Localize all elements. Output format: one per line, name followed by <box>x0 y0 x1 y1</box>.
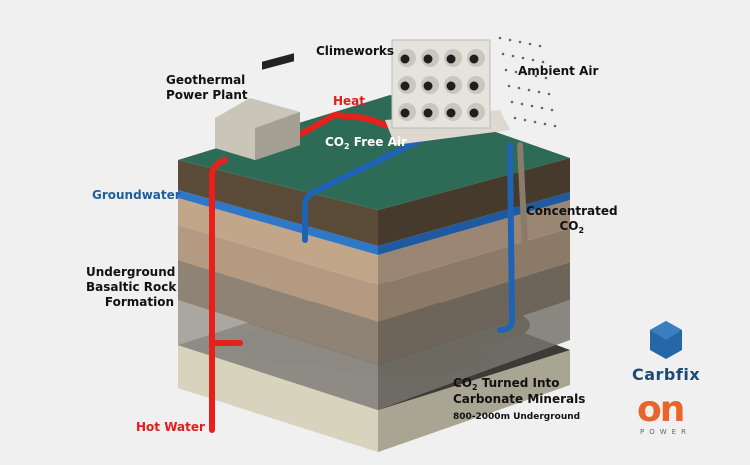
collector-fan-hub <box>469 54 479 64</box>
air-particle <box>550 108 554 112</box>
air-particle <box>518 40 522 44</box>
collector-fan-hub <box>400 54 410 64</box>
air-particle <box>523 118 527 122</box>
co2-mineral-label: CO2 Turned Into Carbonate Minerals <box>453 376 586 406</box>
air-particle <box>538 44 542 48</box>
collector-fan-hub <box>423 54 433 64</box>
air-particle <box>514 70 518 74</box>
basalt-layer <box>178 300 570 410</box>
air-particle <box>520 102 524 106</box>
collector-fan-hub <box>423 81 433 91</box>
carbfix-logo-text: Carbfix <box>632 365 701 384</box>
air-particle <box>510 100 514 104</box>
air-particle <box>511 54 515 58</box>
air-particle <box>537 90 541 94</box>
groundwater-label: Groundwater <box>92 188 181 202</box>
ambient-air-particles <box>498 36 557 128</box>
collector-fan-hub <box>400 81 410 91</box>
collector-fan-hub <box>400 108 410 118</box>
collector-fan-hub <box>469 108 479 118</box>
air-particle <box>498 36 502 40</box>
air-particle <box>531 58 535 62</box>
air-particle <box>544 76 548 80</box>
carbfix-hexagon-icon <box>650 321 682 359</box>
collector-fan-hub <box>469 81 479 91</box>
on-power-subtext: POWER <box>640 428 691 436</box>
air-particle <box>530 104 534 108</box>
air-particle <box>541 60 545 64</box>
air-particle <box>533 120 537 124</box>
on-power-logo: on <box>637 389 685 430</box>
air-particle <box>504 68 508 72</box>
air-particle <box>507 84 511 88</box>
rock-layers <box>178 198 570 365</box>
geothermal-plant-label: Geothermal Power Plant <box>166 73 248 102</box>
air-particle <box>524 72 528 76</box>
concentrated-co2-pipe <box>497 142 528 333</box>
air-particle <box>528 42 532 46</box>
basaltic-rock-label: Underground Basaltic Rock Formation <box>86 265 177 309</box>
ambient-air-label: Ambient Air <box>518 64 599 78</box>
collector-fan-hub <box>446 108 456 118</box>
climeworks-collector <box>385 39 510 145</box>
air-particle <box>527 88 531 92</box>
air-particle <box>517 86 521 90</box>
collector-fan-hub <box>446 81 456 91</box>
air-particle <box>553 124 557 128</box>
air-particle <box>540 106 544 110</box>
co2-free-air-pipe <box>302 135 428 243</box>
depth-label: 800-2000m Underground <box>453 412 581 422</box>
air-particle <box>501 52 505 56</box>
co2-free-air-label: CO2 Free Air <box>325 135 407 151</box>
air-particle <box>547 92 551 96</box>
hot-water-label: Hot Water <box>136 420 205 434</box>
hot-water-pipe <box>209 111 398 433</box>
heat-label: Heat <box>333 94 366 108</box>
air-particle <box>521 56 525 60</box>
climeworks-label: Climeworks <box>316 44 395 58</box>
collector-fan-hub <box>446 54 456 64</box>
collector-fan-hub <box>423 108 433 118</box>
concentrated-co2-label: Concentrated CO2 <box>526 204 618 235</box>
air-particle <box>508 38 512 42</box>
air-particle <box>513 116 517 120</box>
air-particle <box>534 74 538 78</box>
air-particle <box>543 122 547 126</box>
geothermal-power-plant <box>215 53 300 160</box>
